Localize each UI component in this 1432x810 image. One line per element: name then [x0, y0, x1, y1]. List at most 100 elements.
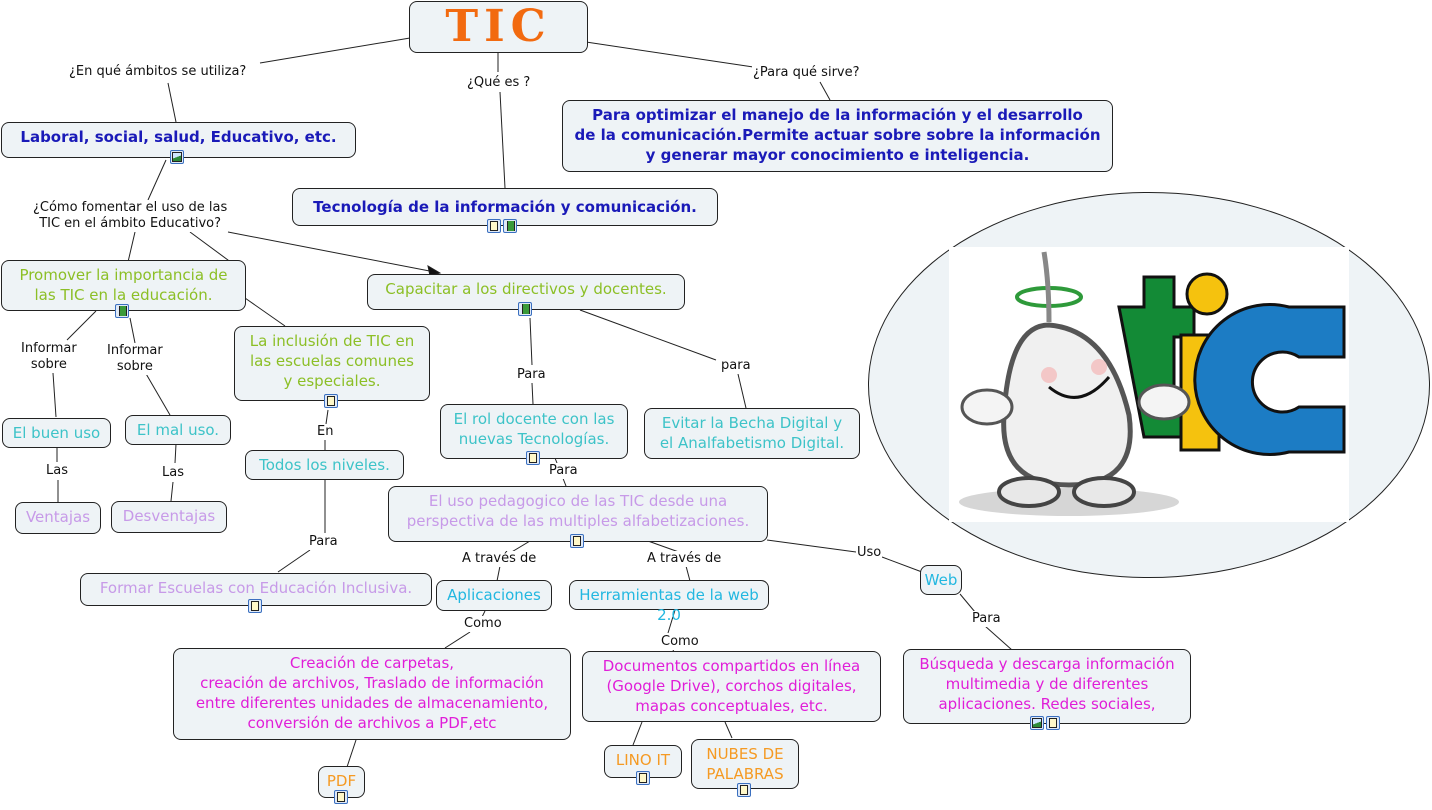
link-label-informar-2: Informar sobre	[106, 343, 164, 375]
foot	[1072, 476, 1136, 508]
link-line	[129, 317, 136, 344]
smile	[1048, 376, 1111, 399]
node-rol-docente[interactable]: El rol docente con las nuevas Tecnología…	[440, 404, 628, 459]
link-line	[959, 593, 976, 613]
link-label-a-traves-1: A través de	[461, 551, 538, 567]
link-label-como-1: Como	[463, 616, 503, 632]
mouse-body	[1001, 322, 1133, 488]
document-resource-icon[interactable]	[737, 783, 751, 797]
document-resource-icon[interactable]	[248, 599, 262, 613]
node-ambitos[interactable]: Laboral, social, salud, Educativo, etc.	[1, 122, 356, 158]
map-title[interactable]: TIC	[409, 1, 588, 53]
node-web[interactable]: Web	[920, 565, 962, 595]
link-line	[167, 82, 177, 123]
link-line	[766, 539, 857, 553]
link-label-las-1: Las	[45, 463, 69, 479]
node-todos-niveles[interactable]: Todos los niveles.	[245, 450, 404, 480]
link-line	[346, 739, 357, 768]
letter-c-shape	[1193, 303, 1346, 456]
link-label-las-2: Las	[161, 465, 185, 481]
link-label-informar-1: Informar sobre	[20, 341, 78, 373]
link-line	[66, 310, 97, 341]
hand	[1137, 383, 1191, 421]
document-resource-icon[interactable]	[487, 219, 501, 233]
link-label-que-es: ¿Qué es ?	[466, 75, 532, 91]
document-resource-icon[interactable]	[570, 534, 584, 548]
node-mal-uso[interactable]: El mal uso.	[125, 415, 231, 445]
link-label-para-rol: Para	[516, 367, 547, 383]
video-resource-icon[interactable]	[503, 219, 517, 233]
node-nubes[interactable]: NUBES DE PALABRAS	[691, 739, 799, 789]
node-evitar[interactable]: Evitar la Becha Digital y el Analfabetis…	[644, 408, 860, 459]
link-line	[737, 373, 747, 409]
document-resource-icon[interactable]	[526, 451, 540, 465]
link-label-para-que-sirve: ¿Para qué sirve?	[752, 65, 861, 81]
link-line	[579, 309, 717, 361]
link-line	[632, 721, 643, 746]
shadow-shape	[959, 488, 1179, 516]
link-line	[667, 609, 676, 634]
mascot-illustration	[959, 251, 1346, 516]
document-resource-icon[interactable]	[1046, 716, 1060, 730]
node-promover[interactable]: Promover la importancia de las TIC en la…	[1, 260, 246, 311]
link-line	[144, 371, 171, 416]
video-resource-icon[interactable]	[518, 302, 532, 316]
link-line	[496, 565, 501, 582]
node-desventajas[interactable]: Desventajas	[111, 501, 227, 533]
link-label-para-busqueda: Para	[971, 611, 1002, 627]
cheek	[1041, 367, 1057, 383]
link-label-como-2: Como	[660, 634, 700, 650]
node-ventajas[interactable]: Ventajas	[15, 502, 101, 534]
node-buen-uso[interactable]: El buen uso	[2, 418, 111, 448]
link-line	[881, 556, 923, 573]
link-line	[444, 631, 471, 649]
link-line	[531, 382, 534, 405]
link-line	[189, 231, 233, 264]
link-label-uso: Uso	[856, 545, 883, 561]
link-line	[724, 721, 733, 739]
link-line	[984, 625, 1013, 651]
node-inclusion[interactable]: La inclusión de TIC en las escuelas comu…	[234, 326, 430, 401]
document-resource-icon[interactable]	[334, 790, 348, 804]
document-resource-icon[interactable]	[324, 394, 338, 408]
image-resource-icon[interactable]	[1030, 716, 1044, 730]
hand	[960, 388, 1014, 426]
link-line	[819, 81, 831, 101]
link-line	[585, 41, 761, 69]
link-label-a-traves-2: A través de	[646, 551, 723, 567]
document-resource-icon[interactable]	[636, 771, 650, 785]
link-line	[685, 565, 691, 582]
link-line	[174, 443, 177, 464]
link-line	[244, 297, 286, 327]
link-line	[529, 317, 533, 366]
link-line	[499, 91, 506, 189]
link-label-como-fomentar: ¿Cómo fomentar el uso de las TIC en el á…	[32, 200, 229, 232]
link-line	[277, 549, 311, 573]
node-aplicaciones[interactable]: Aplicaciones	[436, 580, 552, 611]
link-line	[325, 409, 329, 425]
foot	[997, 476, 1061, 508]
node-documentos[interactable]: Documentos compartidos en línea (Google …	[582, 651, 881, 722]
node-uso-pedagogico[interactable]: El uso pedagogico de las TIC desde una p…	[388, 486, 768, 542]
link-label-en: En	[316, 424, 335, 440]
link-line	[52, 372, 57, 418]
link-line	[170, 481, 174, 502]
node-para-que[interactable]: Para optimizar el manejo de la informaci…	[562, 100, 1113, 172]
tic-mascot-image	[949, 247, 1349, 522]
mouse-cable	[1041, 251, 1052, 323]
node-creacion[interactable]: Creación de carpetas, creación de archiv…	[173, 648, 571, 740]
link-label-para-evitar: para	[720, 358, 752, 374]
node-busqueda[interactable]: Búsqueda y descarga información multimed…	[903, 649, 1191, 724]
link-label-en-que-ambitos: ¿En qué ámbitos se utiliza?	[68, 64, 248, 80]
link-line	[227, 231, 441, 274]
link-label-para-formar: Para	[308, 534, 339, 550]
link-label-para-uso: Para	[548, 463, 579, 479]
link-line	[147, 159, 167, 201]
video-resource-icon[interactable]	[115, 304, 129, 318]
letter-i-dot	[1185, 272, 1229, 316]
link-line	[259, 37, 411, 64]
node-herramientas[interactable]: Herramientas de la web 2.0	[569, 580, 769, 624]
cheek	[1091, 359, 1107, 375]
image-resource-icon[interactable]	[170, 150, 184, 164]
